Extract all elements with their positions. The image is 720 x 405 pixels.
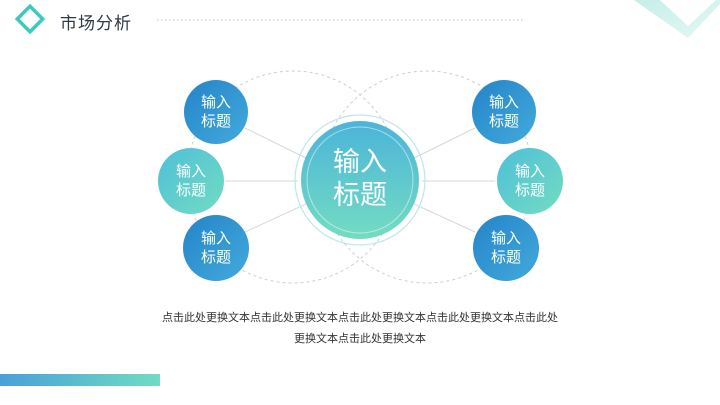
node-circle-left-bottom [183, 215, 249, 281]
corner-chevron-decoration [634, 0, 720, 38]
bottom-accent-bar [0, 374, 160, 386]
caption-line-2: 更换文本点击此处更换文本 [294, 332, 426, 345]
connector-line [413, 127, 476, 159]
center-node [294, 114, 426, 246]
connector-line [244, 203, 307, 233]
node-label-left-middle: 输入 标题 [175, 162, 206, 199]
connector-line [244, 127, 307, 159]
node-circle-right-top [472, 80, 536, 144]
node-label-left-bottom: 输入 标题 [200, 229, 231, 266]
node-circle-right-middle [497, 148, 563, 214]
node-label-left-top: 输入 标题 [200, 93, 231, 130]
node-circle-left-top [184, 80, 248, 144]
node-circle-right-bottom [473, 215, 539, 281]
node-label-right-top: 输入 标题 [488, 93, 519, 130]
center-node-label: 输入 标题 [333, 147, 387, 211]
node-label-right-bottom: 输入 标题 [490, 229, 521, 266]
node-label-right-middle: 输入 标题 [514, 162, 545, 199]
caption-line-1: 点击此处更换文本点击此处更换文本点击此处更换文本点击此处更换文本点击此处 [162, 311, 558, 324]
node-circle-left-middle [158, 148, 224, 214]
page-title: 市场分析 [60, 14, 132, 34]
connector-lines [225, 127, 495, 233]
connector-line [413, 203, 476, 233]
diamond-logo-icon [14, 3, 46, 35]
